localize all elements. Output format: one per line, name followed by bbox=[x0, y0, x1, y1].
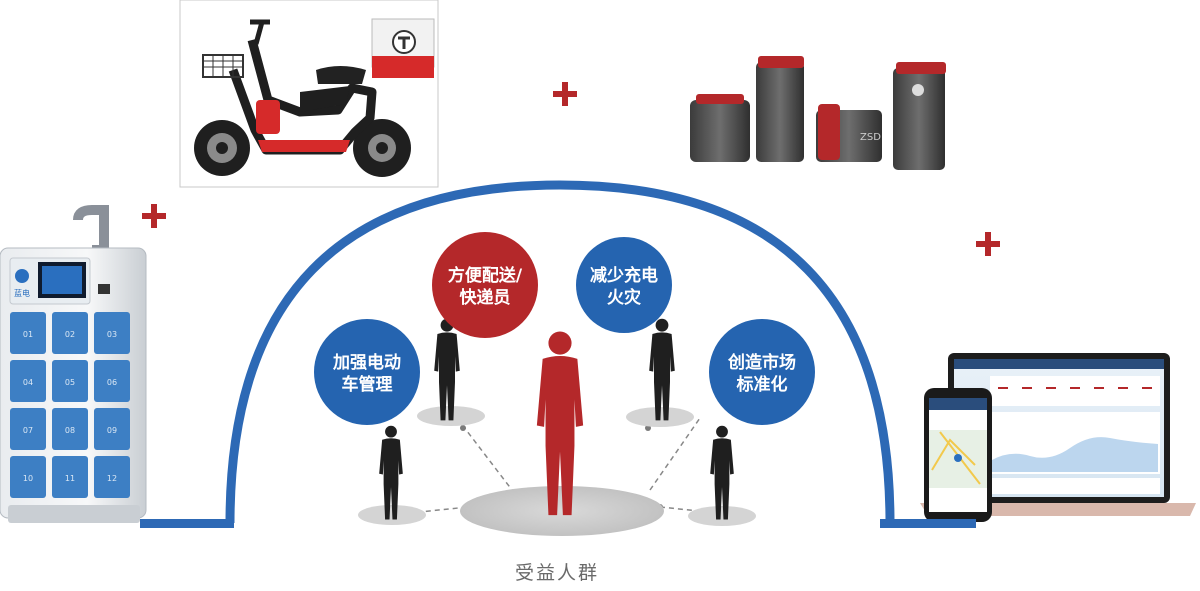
cabinet-slot bbox=[10, 408, 46, 450]
cabinet-slot-number: 02 bbox=[65, 330, 75, 339]
cabinet-slot-number: 07 bbox=[23, 426, 33, 435]
cabinet-slot-number: 04 bbox=[23, 378, 33, 387]
cabinet-slot-number: 09 bbox=[107, 426, 117, 435]
benefit-circle bbox=[432, 232, 538, 338]
benefit-delivery: 方便配送/快递员 bbox=[432, 232, 538, 338]
battery-icon: ZSD bbox=[690, 56, 946, 170]
cabinet-slot-number: 05 bbox=[65, 378, 75, 387]
cabinet-slot-number: 10 bbox=[23, 474, 33, 483]
benefit-label: 快递员 bbox=[460, 287, 511, 308]
scooter-icon bbox=[194, 18, 435, 177]
cabinet-slot bbox=[52, 456, 88, 498]
benefit-label: 方便配送/ bbox=[448, 265, 523, 286]
cabinet-slot bbox=[10, 312, 46, 354]
pedestal bbox=[358, 505, 426, 525]
center-pedestal bbox=[460, 486, 664, 536]
cabinet-slot-number: 01 bbox=[23, 330, 33, 339]
person-icon bbox=[710, 425, 734, 520]
cabinet-slot bbox=[94, 408, 130, 450]
cabinet-icon: 蓝电 01 02 03 04 05 06 07 08 09 10 11 12 bbox=[0, 205, 147, 523]
cabinet-slot-number: 11 bbox=[65, 474, 75, 483]
plus-icons bbox=[142, 82, 1000, 256]
beneficiary-arc bbox=[140, 180, 976, 528]
cabinet-slot bbox=[52, 408, 88, 450]
charging-cabinet: 蓝电 01 02 03 04 05 06 07 08 09 10 11 12 bbox=[0, 205, 147, 523]
cabinet-slot bbox=[10, 456, 46, 498]
footer-label: 受益人群 bbox=[515, 562, 599, 584]
management-platform bbox=[920, 353, 1196, 522]
benefit-circle bbox=[576, 237, 672, 333]
benefit-label: 加强电动 bbox=[332, 352, 401, 373]
benefit-label: 车管理 bbox=[342, 374, 393, 395]
scooter-photo bbox=[179, 0, 439, 188]
cabinet-slot-number: 12 bbox=[107, 474, 117, 483]
battery-products: ZSD bbox=[690, 56, 946, 170]
cabinet-slot bbox=[94, 456, 130, 498]
benefit-label: 创造市场 bbox=[727, 352, 796, 373]
plus-icon bbox=[976, 232, 1000, 256]
battery-label: ZSD bbox=[860, 132, 881, 143]
benefit-label: 标准化 bbox=[737, 374, 788, 395]
plus-icon bbox=[553, 82, 577, 106]
laptop-icon bbox=[920, 353, 1196, 516]
cabinet-slots: 01 02 03 04 05 06 07 08 09 10 11 12 bbox=[10, 312, 130, 498]
cabinet-slot bbox=[10, 360, 46, 402]
benefit-circle bbox=[314, 319, 420, 425]
cabinet-brand: 蓝电 bbox=[14, 288, 30, 298]
phone-icon bbox=[924, 388, 992, 522]
benefit-circle bbox=[709, 319, 815, 425]
cabinet-slot bbox=[94, 312, 130, 354]
plus-icon bbox=[142, 204, 166, 228]
cabinet-slot bbox=[94, 360, 130, 402]
cabinet-slot-number: 08 bbox=[65, 426, 75, 435]
pedestal bbox=[688, 506, 756, 526]
benefit-label: 火灾 bbox=[607, 287, 642, 308]
person-icon bbox=[649, 318, 675, 421]
cabinet-slot-number: 06 bbox=[107, 378, 117, 387]
cabinet-slot bbox=[52, 360, 88, 402]
benefit-label: 减少充电 bbox=[590, 265, 658, 286]
person-icon bbox=[434, 318, 460, 421]
cabinet-slot bbox=[52, 312, 88, 354]
cabinet-slot-number: 03 bbox=[107, 330, 117, 339]
